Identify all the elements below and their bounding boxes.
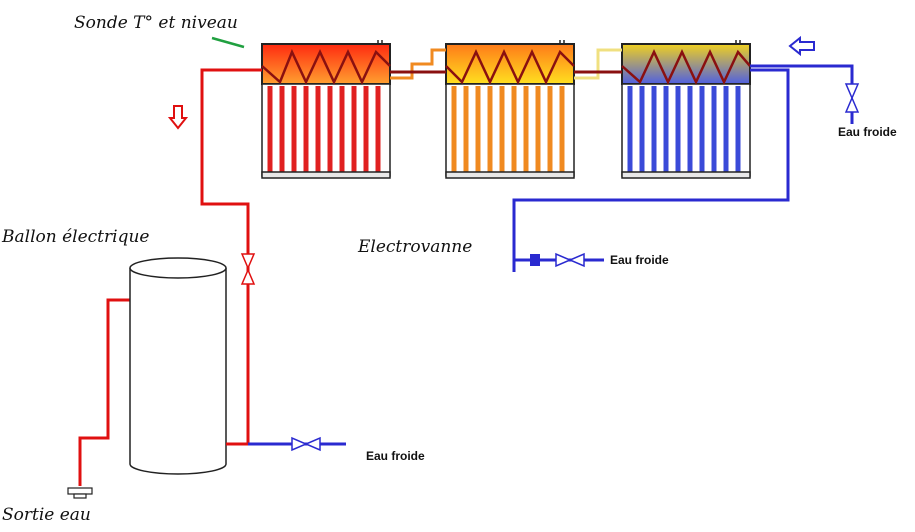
left-arrow-icon [788,35,815,57]
sensor-label: Sonde T° et niveau [74,13,238,33]
tap-icon [67,487,93,499]
down-arrow-icon [167,105,189,130]
valve-icon [240,253,256,285]
heat-exchange-coil-1 [261,48,391,85]
solar-collector-3 [621,40,751,179]
valve-label: Electrovanne [357,237,472,257]
valve-icon [291,436,321,452]
valve-icon [844,83,860,113]
solar-collector-1 [261,40,391,179]
cold-water-label-mid: Eau froide [610,253,669,267]
heat-exchange-coil-3 [621,49,751,85]
cold-water-label-bottom: Eau froide [366,449,425,463]
boiler-label: Ballon électrique [1,227,149,247]
cold-water-label-top: Eau froide [838,125,897,139]
collector-links [390,48,622,80]
solar-collector-2 [445,40,575,179]
sensor-mark [211,36,245,49]
electric-boiler-tank [129,257,248,475]
heat-exchange-coil-2 [445,49,575,85]
valve-icon [555,252,585,268]
solenoid-icon [530,254,540,266]
outlet-label: Sortie eau [2,505,91,525]
